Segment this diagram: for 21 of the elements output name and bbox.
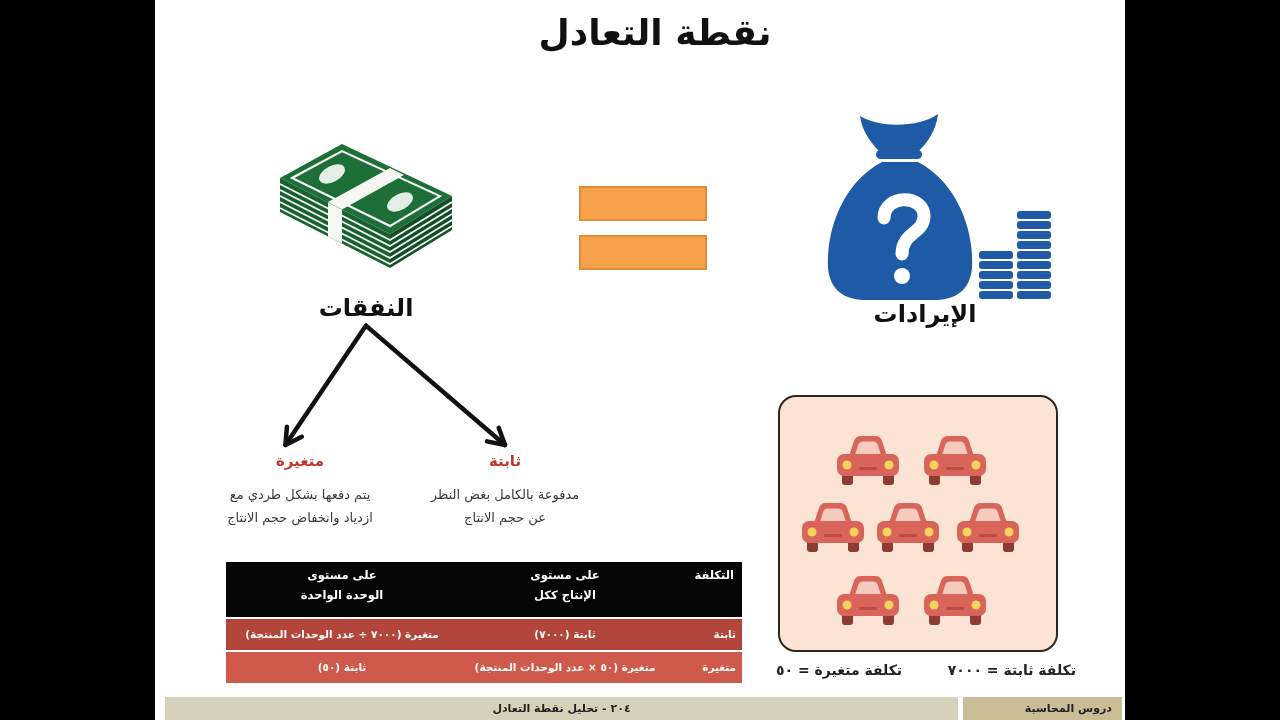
cost-note: تكلفة متغيرة = ٥٠ bbox=[776, 662, 903, 678]
footer-bar: ٢٠٤ - تحليل نقطة التعادل bbox=[165, 697, 958, 720]
footer-bar: دروس المحاسبة bbox=[963, 697, 1122, 720]
title: نقطة التعادل bbox=[538, 11, 772, 55]
description-text: يتم دفعها بشكل طردي مع ازدياد وانخفاض حجم الانتاج bbox=[226, 486, 374, 528]
category-heading: متغيرة bbox=[275, 451, 325, 472]
category-heading: ثابتة bbox=[488, 451, 522, 472]
header-cell: التكلفة bbox=[672, 562, 742, 617]
category-label: النفقات bbox=[318, 292, 414, 326]
arrow bbox=[283, 323, 369, 448]
table-cell: متغيرة (٧٠٠٠ ÷ عدد الوحدات المنتجة) bbox=[226, 619, 458, 650]
table-cell: ثابتة (٧٠٠٠) bbox=[458, 619, 672, 650]
header-cell: على مستوى الوحدة الواحدة bbox=[226, 562, 458, 617]
table-cell: ثابتة bbox=[672, 619, 742, 650]
table-cell: ثابتة (٥٠) bbox=[226, 652, 458, 683]
cost-note: تكلفة ثابتة = ٧٠٠٠ bbox=[947, 662, 1076, 678]
category-label: الإيرادات bbox=[873, 300, 977, 328]
table-cell: متغيرة (٥٠ × عدد الوحدات المنتجة) bbox=[458, 652, 672, 683]
table-cell: متغيرة bbox=[672, 652, 742, 683]
description-text: مدفوعة بالكامل بغض النظر عن حجم الانتاج bbox=[429, 486, 581, 528]
header-cell: على مستوى الإنتاج ككل bbox=[458, 562, 672, 617]
